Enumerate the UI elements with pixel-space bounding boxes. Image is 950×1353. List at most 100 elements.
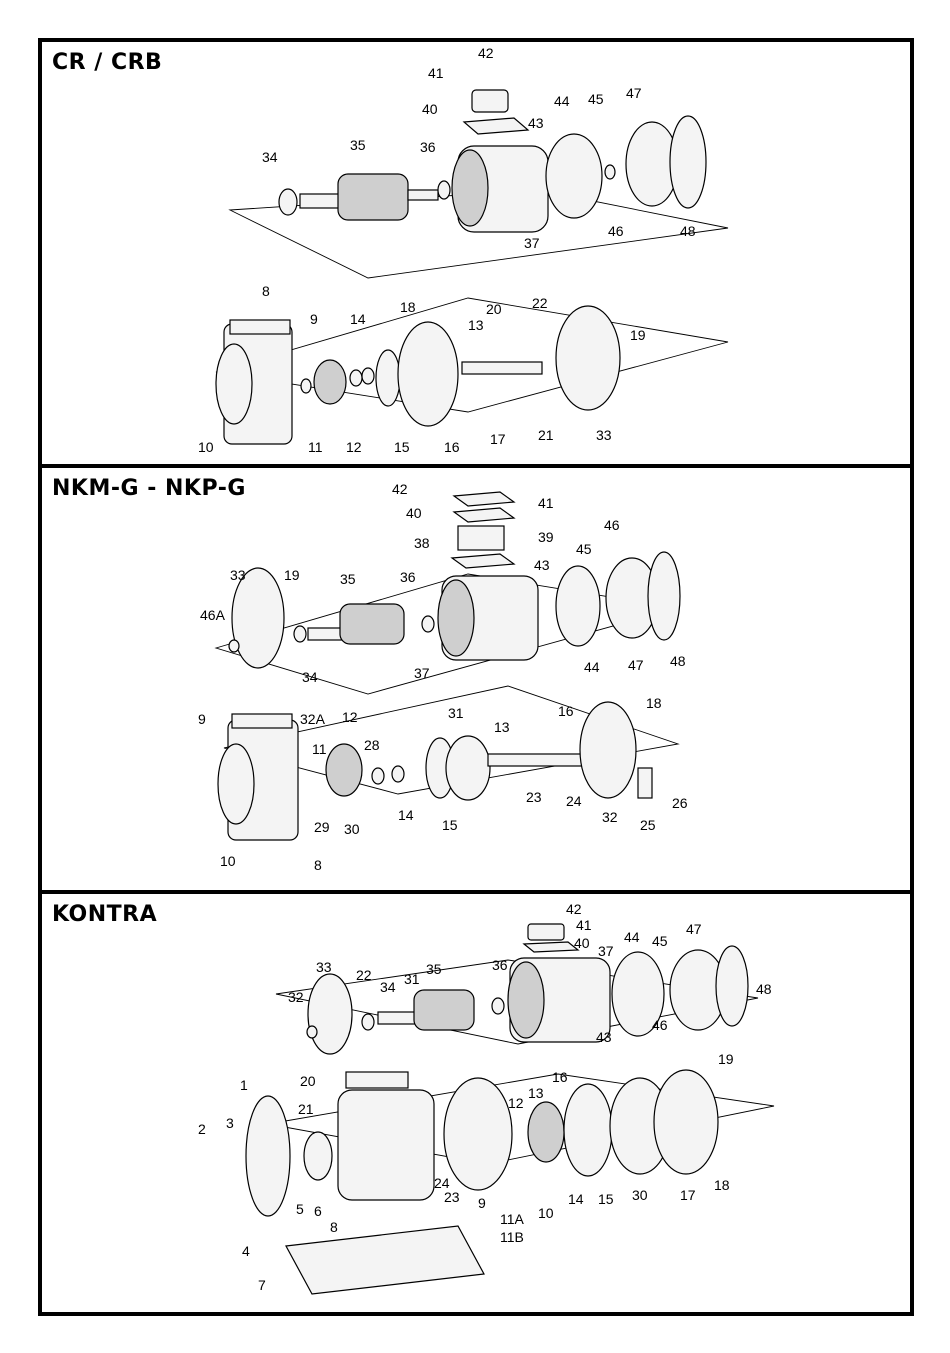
bracket-icon: [579, 701, 637, 799]
nkm-nkp-exploded-diagram: 42 41 40 39 38 46 45 33 19 35 36 43 46A …: [198, 481, 688, 873]
label-10: 10: [220, 853, 236, 869]
impeller-icon: [527, 1101, 565, 1163]
label-13: 13: [528, 1085, 544, 1101]
label-33: 33: [596, 427, 612, 443]
impeller-icon: [313, 359, 347, 405]
label-12: 12: [508, 1095, 524, 1111]
label-2: 2: [198, 1121, 206, 1137]
label-9: 9: [310, 311, 318, 327]
label-16: 16: [558, 703, 574, 719]
label-45: 45: [652, 933, 668, 949]
bearing-icon: [604, 164, 616, 180]
bracket-icon: [397, 321, 459, 427]
panel-kontra: KONTRA 42 41 40 37 44 45 47 33 22: [38, 894, 914, 1312]
gasket-icon: [452, 507, 516, 523]
label-36: 36: [420, 139, 436, 155]
label-4: 4: [242, 1243, 250, 1259]
label-41: 41: [576, 917, 592, 933]
label-39: 39: [538, 529, 554, 545]
label-43: 43: [596, 1029, 612, 1045]
bearing-icon: [491, 997, 505, 1015]
endshield-icon: [545, 133, 603, 219]
bearing-icon: [421, 615, 435, 633]
label-37: 37: [598, 943, 614, 959]
label-43: 43: [528, 115, 544, 131]
bearing-icon: [437, 180, 451, 200]
label-18: 18: [400, 299, 416, 315]
kontra-exploded-diagram: 42 41 40 37 44 45 47 33 22 34 31 35 36 4…: [198, 901, 775, 1295]
base-plate-icon: [285, 1225, 485, 1295]
inlet-flange-icon: [217, 743, 255, 825]
label-14: 14: [350, 311, 366, 327]
panel-cr-crb: CR / CRB 42 41 40 43 44: [38, 42, 914, 466]
seal-icon: [349, 369, 363, 387]
terminal-cover-icon: [527, 923, 565, 941]
label-3: 3: [226, 1115, 234, 1131]
label-32: 32: [602, 809, 618, 825]
panel-title: NKM-G - NKP-G: [52, 476, 246, 501]
label-35: 35: [426, 961, 442, 977]
label-19: 19: [630, 327, 646, 343]
label-44: 44: [584, 659, 600, 675]
terminal-box-icon: [457, 525, 505, 551]
label-41: 41: [428, 65, 444, 81]
label-10: 10: [198, 439, 214, 455]
label-44: 44: [624, 929, 640, 945]
label-28: 28: [364, 737, 380, 753]
label-48: 48: [756, 981, 772, 997]
flange-icon: [345, 1071, 409, 1089]
flange-icon: [229, 319, 291, 335]
label-9: 9: [198, 711, 206, 727]
label-15: 15: [598, 1191, 614, 1207]
stator-icon: [437, 579, 475, 657]
terminal-cover-icon: [471, 89, 509, 113]
label-46: 46: [652, 1017, 668, 1033]
fan-cover-icon: [669, 115, 707, 209]
label-31: 31: [448, 705, 464, 721]
label-43: 43: [534, 557, 550, 573]
label-33: 33: [230, 567, 246, 583]
pump-shaft-icon: [461, 361, 543, 375]
label-24: 24: [566, 793, 582, 809]
label-47: 47: [686, 921, 702, 937]
label-37: 37: [414, 665, 430, 681]
label-46a: 46A: [200, 607, 226, 623]
impeller-icon: [325, 743, 363, 797]
label-1: 1: [240, 1077, 248, 1093]
label-13: 13: [468, 317, 484, 333]
seal-cover-icon: [445, 735, 491, 801]
label-6: 6: [314, 1203, 322, 1219]
label-40: 40: [422, 101, 438, 117]
label-21: 21: [538, 427, 554, 443]
label-36: 36: [400, 569, 416, 585]
label-42: 42: [566, 901, 582, 917]
label-45: 45: [588, 91, 604, 107]
bearing-icon: [278, 188, 298, 216]
label-29: 29: [314, 819, 330, 835]
label-10: 10: [538, 1205, 554, 1221]
endshield-icon: [555, 565, 601, 647]
seal-ring-icon: [563, 1083, 613, 1177]
label-38: 38: [414, 535, 430, 551]
label-15: 15: [442, 817, 458, 833]
outer-frame: [38, 38, 914, 1316]
stator-icon: [451, 149, 489, 227]
rotor-icon: [339, 603, 405, 645]
seal-icon: [361, 367, 375, 385]
label-34: 34: [262, 149, 278, 165]
gasket-icon: [522, 941, 580, 953]
label-14: 14: [398, 807, 414, 823]
label-25: 25: [640, 817, 656, 833]
label-30: 30: [344, 821, 360, 837]
label-22: 22: [532, 295, 548, 311]
label-15: 15: [394, 439, 410, 455]
label-8: 8: [330, 1219, 338, 1235]
label-30: 30: [632, 1187, 648, 1203]
shaft-end-icon: [407, 189, 439, 201]
rotor-icon: [337, 173, 409, 221]
label-46: 46: [608, 223, 624, 239]
o-ring-icon: [375, 349, 401, 407]
cr-crb-exploded-diagram: 42 41 40 43 44 45 47 34 35 36 46 48 37 8…: [198, 45, 729, 455]
label-32: 32: [288, 989, 304, 1005]
endshield-icon: [611, 951, 665, 1037]
